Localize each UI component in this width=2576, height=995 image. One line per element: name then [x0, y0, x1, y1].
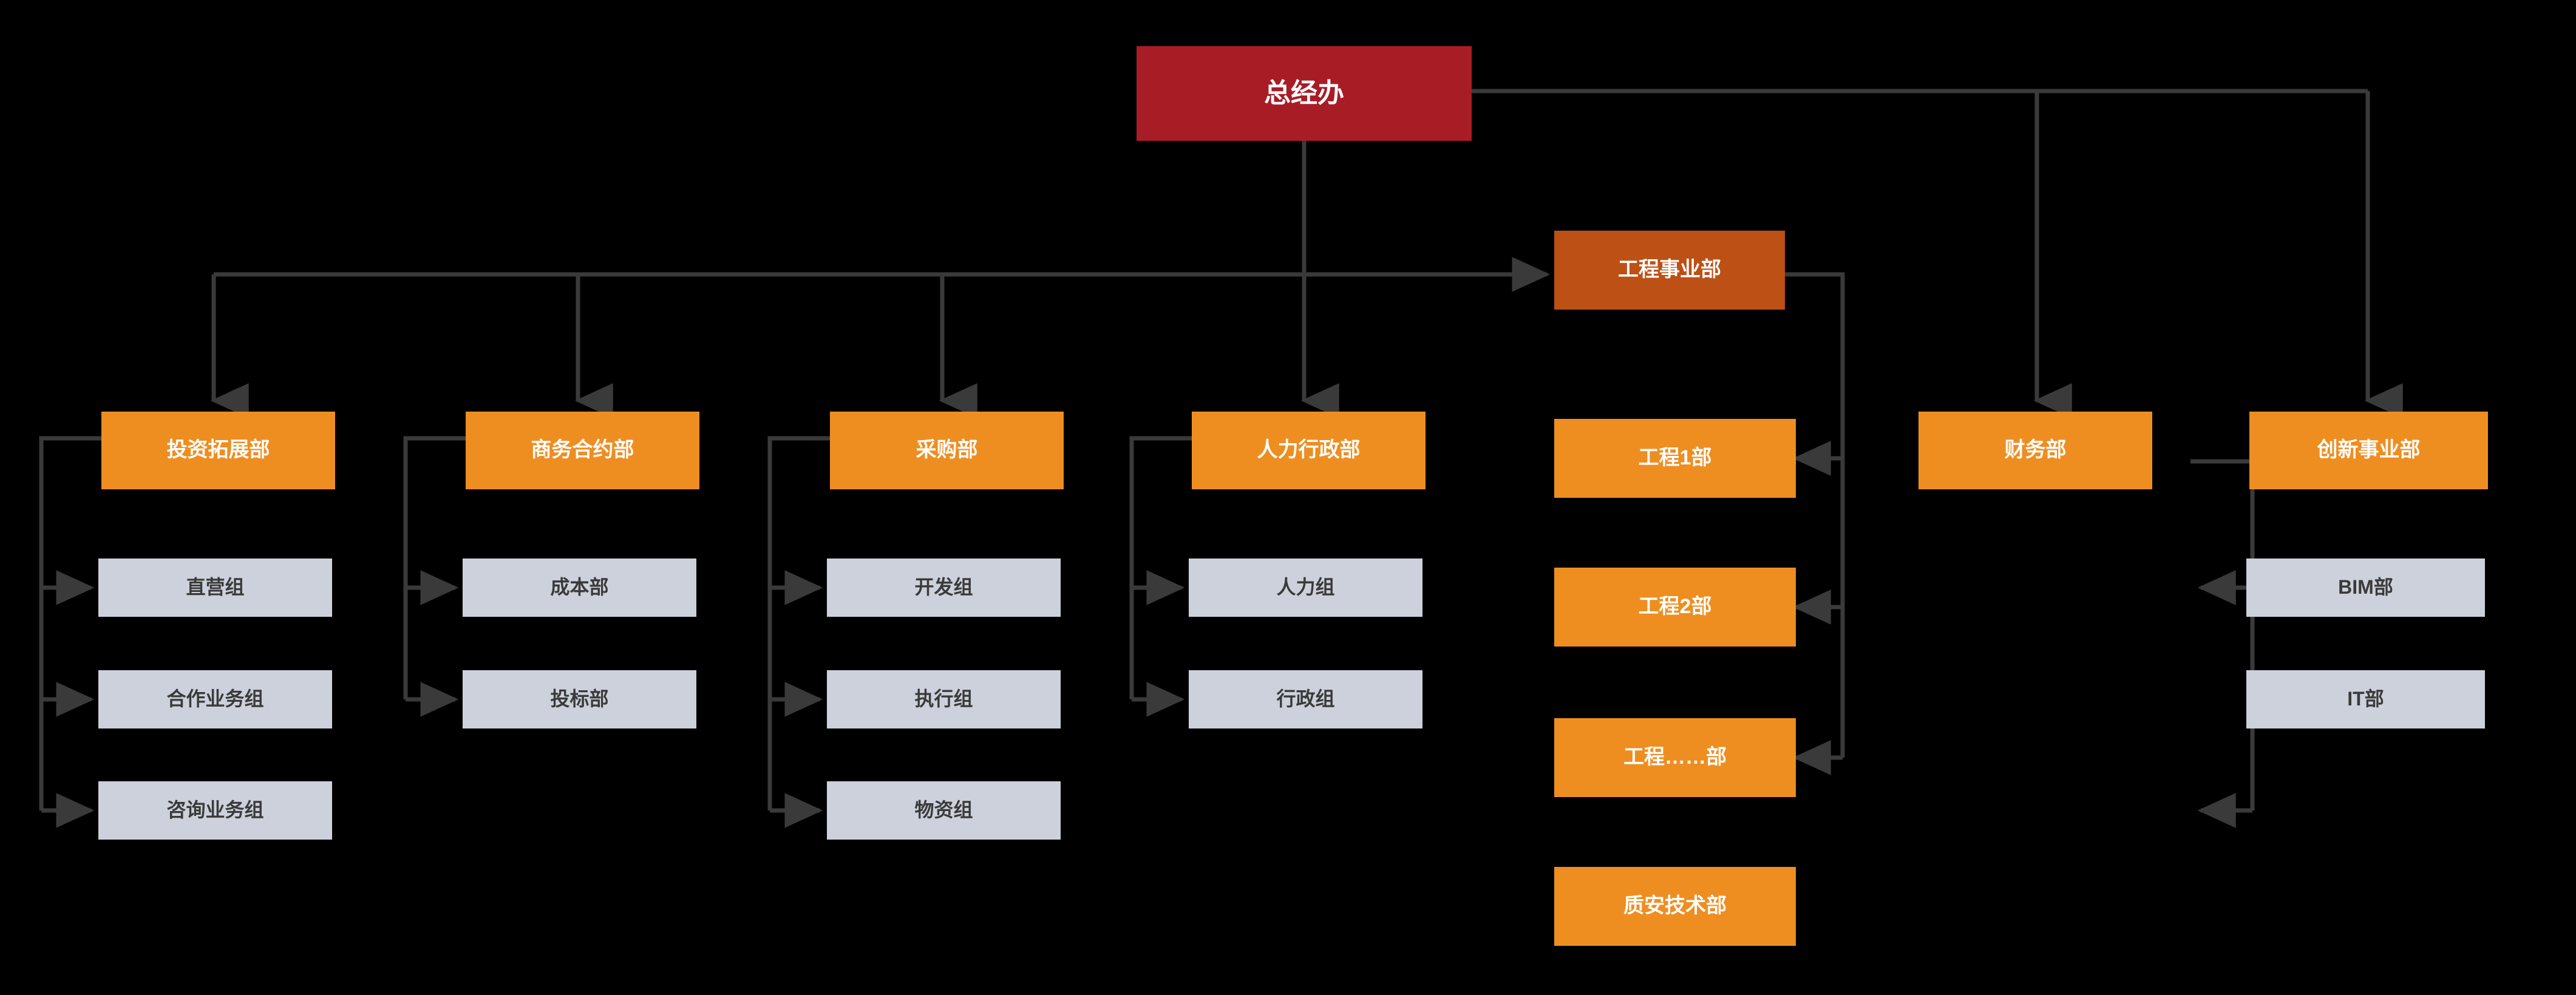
node-division-engineering[interactable]: 工程事业部	[1554, 231, 1785, 310]
node-department-business-contract[interactable]: 商务合约部	[466, 412, 699, 489]
node-team-it[interactable]: IT部	[2246, 670, 2485, 728]
node-label: 成本部	[550, 576, 609, 599]
node-label: 人力组	[1276, 576, 1335, 599]
node-label: 咨询业务组	[166, 799, 264, 821]
node-team-bim[interactable]: BIM部	[2246, 559, 2485, 617]
node-label: 行政组	[1276, 688, 1335, 710]
node-department-engineering-n[interactable]: 工程……部	[1554, 718, 1796, 797]
node-label: 开发组	[914, 576, 973, 599]
node-department-engineering-1[interactable]: 工程1部	[1554, 419, 1796, 498]
node-label: 工程1部	[1638, 446, 1712, 470]
node-label: 工程2部	[1638, 595, 1712, 619]
node-team-cooperation-business[interactable]: 合作业务组	[98, 670, 332, 728]
node-label: 合作业务组	[166, 688, 264, 710]
node-department-engineering-2[interactable]: 工程2部	[1554, 568, 1796, 647]
node-team-consulting-business[interactable]: 咨询业务组	[98, 781, 332, 840]
node-department-quality-safety-technology[interactable]: 质安技术部	[1554, 867, 1796, 946]
node-department-procurement[interactable]: 采购部	[830, 412, 1064, 489]
node-root-general-manager-office[interactable]: 总经办	[1137, 46, 1472, 141]
node-label: BIM部	[2338, 576, 2393, 599]
node-department-innovation[interactable]: 创新事业部	[2249, 412, 2488, 489]
node-team-bidding[interactable]: 投标部	[463, 670, 696, 728]
node-department-finance[interactable]: 财务部	[1918, 412, 2152, 489]
node-team-human-resources[interactable]: 人力组	[1189, 559, 1422, 617]
node-team-execution[interactable]: 执行组	[827, 670, 1061, 728]
node-label: 总经办	[1264, 78, 1344, 108]
node-label: IT部	[2347, 688, 2384, 710]
node-label: 直营组	[186, 576, 245, 599]
node-department-hr-administration[interactable]: 人力行政部	[1192, 412, 1426, 489]
node-label: 工程事业部	[1618, 258, 1721, 282]
node-team-administration[interactable]: 行政组	[1189, 670, 1422, 728]
node-label: 物资组	[914, 799, 973, 821]
node-team-direct-operations[interactable]: 直营组	[98, 559, 332, 617]
node-label: 工程……部	[1623, 745, 1727, 769]
node-department-investment-expansion[interactable]: 投资拓展部	[101, 412, 335, 489]
node-team-development[interactable]: 开发组	[827, 559, 1061, 617]
node-label: 财务部	[2004, 438, 2067, 462]
node-label: 质安技术部	[1623, 894, 1727, 918]
node-label: 创新事业部	[2317, 438, 2421, 462]
node-label: 投标部	[550, 688, 609, 710]
node-label: 执行组	[914, 688, 973, 710]
node-label: 商务合约部	[531, 438, 634, 462]
node-team-materials[interactable]: 物资组	[827, 781, 1061, 840]
node-label: 采购部	[916, 438, 978, 462]
node-label: 投资拓展部	[166, 438, 270, 462]
node-label: 人力行政部	[1257, 438, 1361, 462]
node-team-cost[interactable]: 成本部	[463, 559, 696, 617]
